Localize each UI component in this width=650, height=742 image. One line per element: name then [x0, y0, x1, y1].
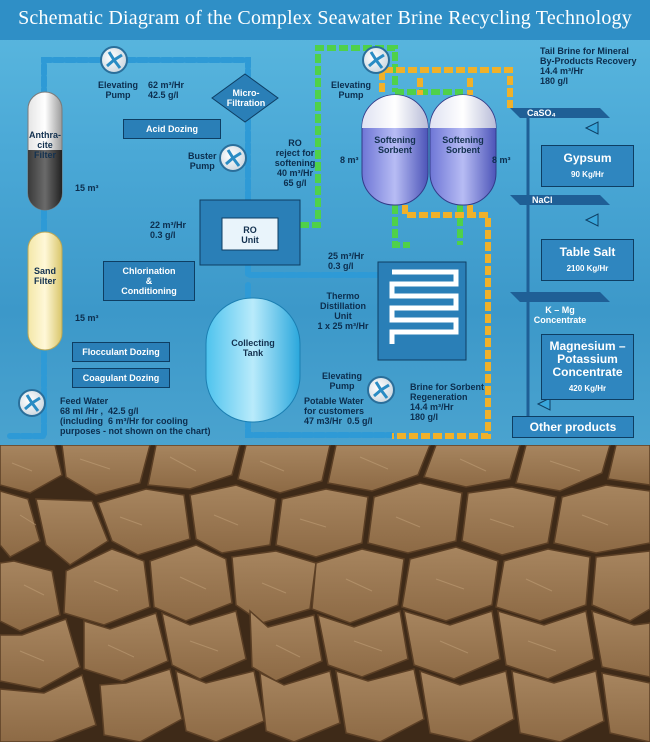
pump-label-elevating-3: Elevating Pump — [322, 371, 363, 391]
sorbent-volume-right: 8 m³ — [492, 155, 511, 165]
schematic-diagram: Schematic Diagram of the Complex Seawate… — [0, 0, 650, 445]
tail-brine-label: Tail Brine for Mineral By-Products Recov… — [540, 46, 637, 86]
title-bar — [0, 0, 650, 40]
flow-label-top: 62 m³/Hr 42.5 g/l — [148, 80, 185, 100]
ro-reject-label: RO reject for softening 40 m³/Hr 65 g/l — [274, 138, 316, 188]
caso4-label: CaSO₄ — [527, 108, 556, 118]
thermo-distillation-label: Thermo Distillation Unit 1 x 25 m³/Hr — [317, 291, 369, 331]
sand-filter-label: Sand Filter — [33, 266, 56, 286]
pump-label-buster: Buster Pump — [188, 151, 217, 171]
sorbent-volume-left: 8 m³ — [340, 155, 359, 165]
page-title: Schematic Diagram of the Complex Seawate… — [18, 7, 632, 29]
pump-icon — [362, 46, 390, 74]
acid-dozing-box: Acid Dozing — [123, 119, 221, 139]
softening-sorbent-2-label: Softening Sorbent — [442, 135, 484, 155]
anthracite-volume: 15 m³ — [75, 183, 99, 193]
thermo-flow-label: 25 m³/Hr 0.3 g/l — [328, 251, 365, 271]
nacl-label: NaCl — [532, 195, 553, 205]
cracked-earth-texture — [0, 445, 650, 742]
brine-regeneration-label: Brine for Sorbent Regeneration 14.4 m³/H… — [410, 382, 485, 422]
kmg-concentrate-label: K – Mg Concentrate — [533, 305, 587, 325]
softening-sorbent-1-label: Softening Sorbent — [374, 135, 416, 155]
pump-label-elevating: Elevating Pump — [98, 80, 139, 100]
ro-inflow-label: 22 m³/Hr 0.3 g/l — [150, 220, 187, 240]
other-products-box: Other products — [512, 416, 634, 438]
coagulant-dozing-box: Coagulant Dozing — [72, 368, 170, 388]
pump-label-elevating-2: Elevating Pump — [331, 80, 372, 100]
flocculant-dozing-box: Flocculant Dozing — [72, 342, 170, 362]
ro-unit-label: RO Unit — [241, 225, 259, 245]
pipe-network — [7, 45, 610, 439]
pump-icon — [219, 144, 247, 172]
potable-water-label: Potable Water for customers 47 m3/Hr 0.5… — [304, 396, 373, 426]
cracked-earth-photo — [0, 445, 650, 742]
sand-volume: 15 m³ — [75, 313, 99, 323]
pump-icon — [100, 46, 128, 74]
anthracite-filter-label: Anthra- cite Filter — [29, 130, 61, 160]
pump-icon — [18, 389, 46, 417]
chlorination-box: Chlorination & Conditioning — [103, 261, 195, 301]
feed-water-label: Feed Water 68 ml /Hr , 42.5 g/l (includi… — [60, 396, 211, 436]
microfiltration-label: Micro- Filtration — [226, 88, 266, 108]
collecting-tank-label: Collecting Tank — [231, 338, 275, 358]
pump-icon — [367, 376, 395, 404]
